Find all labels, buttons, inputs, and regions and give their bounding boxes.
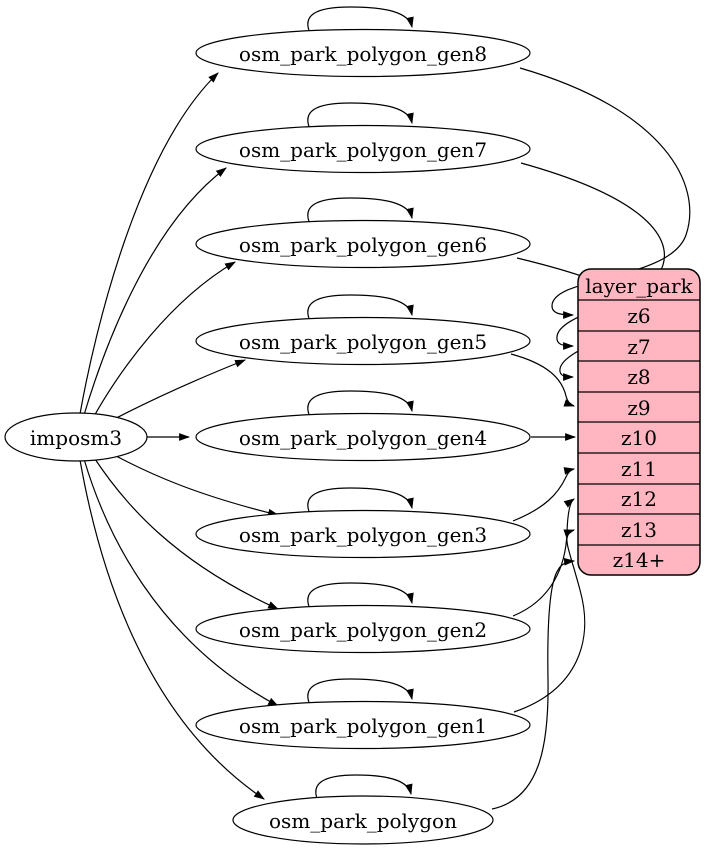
edge-osm-park-polygon-to-z14 (491, 557, 576, 810)
selfloop-gen4 (307, 390, 414, 418)
selfloop-gen1 (307, 678, 414, 706)
node-gen1-label: osm_park_polygon_gen1 (239, 714, 487, 738)
node-gen4-shape (195, 412, 531, 462)
selfloop-osm-park-polygon (315, 774, 413, 802)
node-imposm3-shape (4, 412, 148, 462)
node-gen3-shape (195, 509, 531, 559)
edge-gen3-to-z11 (512, 467, 576, 522)
edge-imposm3-to-gen1 (83, 458, 279, 707)
node-gen6-label: osm_park_polygon_gen6 (239, 233, 487, 257)
node-gen1-shape (195, 700, 531, 750)
selfloop-gen6 (307, 197, 414, 225)
edge-gen5-to-z9 (510, 353, 576, 407)
node-gen5-label: osm_park_polygon_gen5 (239, 330, 487, 354)
row-z8: z8 (627, 365, 650, 389)
row-z11: z11 (621, 457, 657, 481)
row-z10: z10 (621, 426, 657, 450)
edge-imposm3-to-gen3 (104, 449, 280, 517)
node-gen8-shape (195, 28, 531, 78)
node-gen2-shape (195, 604, 531, 654)
row-z6: z6 (627, 304, 650, 328)
row-z9: z9 (627, 396, 650, 420)
row-z14: z14+ (613, 548, 666, 572)
node-osm-park-polygon-label: osm_park_polygon (269, 809, 457, 833)
node-gen6-shape (195, 219, 531, 269)
row-z13: z13 (621, 518, 657, 542)
node-gen2-label: osm_park_polygon_gen2 (239, 618, 487, 642)
layer-park-table: layer_park z6 z7 z8 z9 z10 z11 z12 z13 z… (577, 268, 701, 576)
edge-imposm3-to-gen7 (83, 167, 227, 416)
node-osm-park-polygon-shape (232, 795, 494, 845)
selfloop-gen7 (307, 102, 414, 130)
edge-imposm3-to-osm-park-polygon (79, 459, 265, 800)
edge-imposm3-to-gen5 (104, 359, 247, 425)
row-z7: z7 (627, 335, 650, 359)
node-gen4-label: osm_park_polygon_gen4 (239, 426, 487, 450)
selfloop-gen5 (307, 294, 414, 322)
selfloop-gen2 (307, 582, 414, 610)
nodes: imposm3 osm_park_polygon_gen8 osm_park_p… (4, 28, 531, 845)
node-gen3-label: osm_park_polygon_gen3 (239, 523, 487, 547)
edge-imposm3-to-gen6 (92, 261, 236, 419)
edge-gen1-to-z13 (513, 529, 586, 713)
node-gen5-shape (195, 316, 531, 366)
node-gen8-label: osm_park_polygon_gen8 (239, 42, 487, 66)
node-gen7-label: osm_park_polygon_gen7 (239, 138, 487, 162)
selfloop-gen3 (307, 487, 414, 515)
node-gen7-shape (195, 124, 531, 174)
edges (79, 6, 691, 810)
row-z12: z12 (621, 487, 657, 511)
node-imposm3-label: imposm3 (30, 426, 122, 450)
selfloop-gen8 (307, 6, 414, 34)
edge-imposm3-to-gen8 (79, 72, 219, 415)
edge-imposm3-to-gen2 (92, 455, 280, 610)
edge-gen8-to-z6 (519, 67, 691, 319)
layer-park-table-title: layer_park (585, 274, 693, 298)
